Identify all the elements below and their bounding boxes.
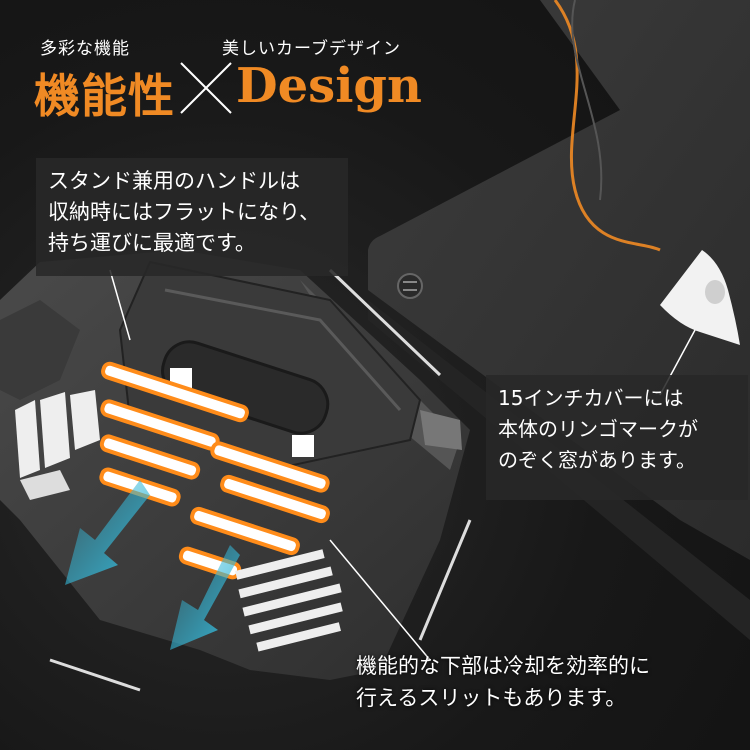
cross-icon [180,62,232,114]
left-title: 機能性 [34,69,175,123]
callout-line: 15インチカバーには [498,386,684,410]
callout-line: スタンド兼用のハンドルは [48,169,300,193]
cooling-slits-left [15,390,100,500]
callout-line: 行えるスリットもあります。 [356,686,627,710]
slits-leader-line [329,539,431,661]
right-title: Design [236,58,422,114]
handle-callout: スタンド兼用のハンドルは 収納時にはフラットになり、 持ち運びに最適です。 [36,158,348,276]
callout-line: 機能的な下部は冷却を効率的に [356,654,650,678]
logo-window-callout: 15インチカバーには 本体のリンゴマークが のぞく窓があります。 [486,375,748,500]
callout-line: 収納時にはフラットになり、 [48,200,321,224]
callout-line: のぞく窓があります。 [498,448,696,472]
cooling-slits-bottom [235,549,343,652]
callout-line: 持ち運びに最適です。 [48,231,256,255]
callout-line: 本体のリンゴマークが [498,417,698,441]
right-caption: 美しいカーブデザイン [222,39,401,59]
apple-logo-icon [705,280,725,304]
zipper-pull-icon [420,410,462,450]
handle-leader-line [109,269,131,341]
slits-callout: 機能的な下部は冷却を効率的に 行えるスリットもあります。 [356,650,650,714]
left-caption: 多彩な機能 [40,39,130,59]
laptop-case [0,250,472,692]
airflow-arrow-right-icon [170,545,240,650]
brand-logo-icon [397,273,423,299]
airflow-arrow-left-icon [65,480,150,585]
